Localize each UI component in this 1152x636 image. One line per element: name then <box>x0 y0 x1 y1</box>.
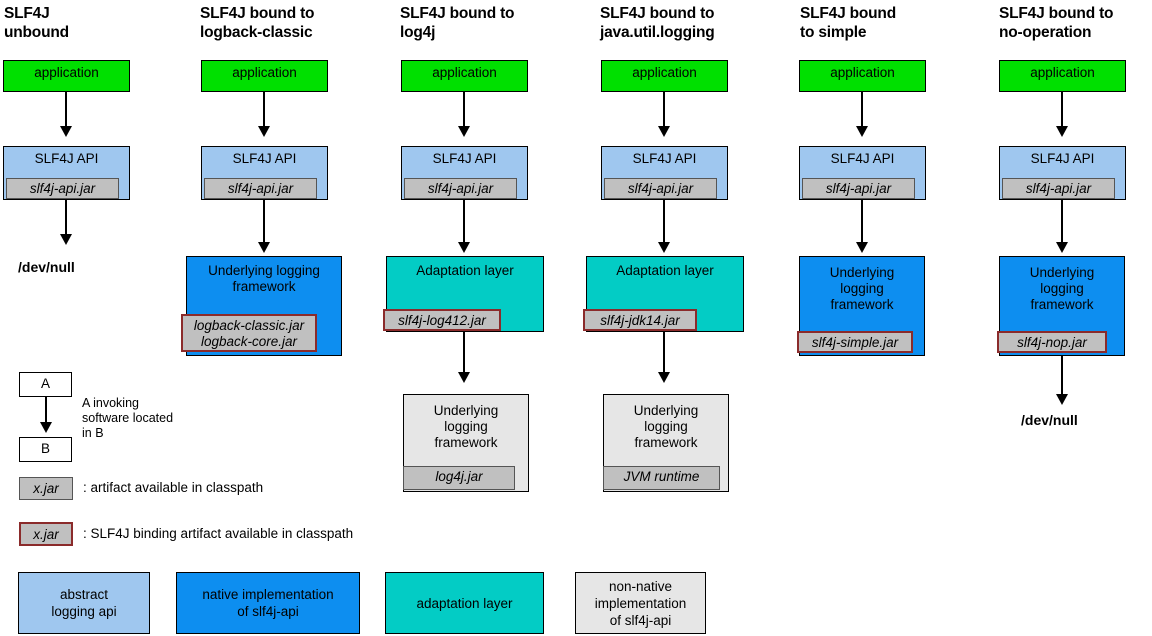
node-label: application <box>232 65 297 80</box>
column-title-no-operation: SLF4J bound to no-operation <box>999 5 1114 41</box>
node-application-simple: application <box>799 60 926 92</box>
node-label: Adaptation layer <box>416 263 514 278</box>
node-label: application <box>830 65 895 80</box>
node-label: SLF4J API <box>1030 151 1095 166</box>
legend-jar-plain-caption: : artifact available in classpath <box>83 480 264 495</box>
node-label: Underlying logging framework <box>433 403 499 450</box>
arrow-head-icon <box>1056 126 1068 137</box>
jar-chip-log4j: log4j.jar <box>403 466 515 490</box>
jar-chip-logback: logback-classic.jar logback-core.jar <box>181 314 317 352</box>
arrow-line <box>263 200 265 244</box>
arrow-line <box>463 332 465 374</box>
legend-swatch-non-native-implementation: non-native implementation of slf4j-api <box>575 572 706 634</box>
legend-swatch-label: non-native implementation of slf4j-api <box>594 578 687 628</box>
legend-jar-chip-plain: x.jar <box>19 477 73 500</box>
column-title-java-util-logging: SLF4J bound to java.util.logging <box>600 5 715 41</box>
legend-swatch-label: native implementation of slf4j-api <box>202 587 334 619</box>
legend-arrow-caption: A invoking software located in B <box>82 396 174 440</box>
arrow-head-icon <box>258 242 270 253</box>
jar-chip-slf4j-jdk14: slf4j-jdk14.jar <box>583 309 697 331</box>
node-label: Underlying logging framework <box>1029 265 1095 312</box>
node-label: application <box>34 65 99 80</box>
node-label: Underlying logging framework <box>208 263 320 294</box>
legend-arrow-line <box>45 397 47 425</box>
arrow-line <box>663 332 665 374</box>
legend-swatch-label: abstract logging api <box>51 587 117 619</box>
node-label: SLF4J API <box>830 151 895 166</box>
column-title-log4j: SLF4J bound to log4j <box>400 5 515 41</box>
jar-chip-slf4j-api: slf4j-api.jar <box>802 178 915 199</box>
arrow-line <box>463 92 465 128</box>
arrow-head-icon <box>458 242 470 253</box>
node-application-nop: application <box>999 60 1126 92</box>
node-application-log4j: application <box>401 60 528 92</box>
arrow-head-icon <box>40 422 52 433</box>
legend-jar-binding-caption: : SLF4J binding artifact available in cl… <box>83 526 354 541</box>
node-label: SLF4J API <box>232 151 297 166</box>
legend-box-b: B <box>19 437 72 462</box>
jar-chip-slf4j-api: slf4j-api.jar <box>1002 178 1115 199</box>
jar-chip-slf4j-nop: slf4j-nop.jar <box>997 331 1107 353</box>
node-label: SLF4J API <box>34 151 99 166</box>
arrow-head-icon <box>458 372 470 383</box>
arrow-line <box>1061 200 1063 244</box>
jar-chip-slf4j-api: slf4j-api.jar <box>204 178 317 199</box>
node-application-jul: application <box>601 60 728 92</box>
jar-chip-slf4j-api: slf4j-api.jar <box>404 178 517 199</box>
arrow-head-icon <box>258 126 270 137</box>
legend-swatch-native-implementation: native implementation of slf4j-api <box>176 572 360 634</box>
node-label: Underlying logging framework <box>829 265 895 312</box>
node-label: SLF4J API <box>432 151 497 166</box>
arrow-head-icon <box>856 126 868 137</box>
arrow-line <box>65 92 67 128</box>
arrow-line <box>663 200 665 244</box>
node-application-logback: application <box>201 60 328 92</box>
node-label: application <box>432 65 497 80</box>
column-title-unbound: SLF4J unbound <box>4 5 69 41</box>
arrow-line <box>1061 356 1063 396</box>
legend-box-a-label: A <box>40 376 50 391</box>
arrow-line <box>65 200 67 236</box>
legend-jar-chip-binding: x.jar <box>19 522 73 546</box>
arrow-head-icon <box>1056 394 1068 405</box>
jar-chip-slf4j-api: slf4j-api.jar <box>6 178 119 199</box>
arrow-line <box>463 200 465 244</box>
node-label: Adaptation layer <box>616 263 714 278</box>
node-label: SLF4J API <box>632 151 697 166</box>
arrow-head-icon <box>658 372 670 383</box>
jar-chip-jvm-runtime: JVM runtime <box>603 466 720 490</box>
arrow-head-icon <box>658 242 670 253</box>
node-application-unbound: application <box>3 60 130 92</box>
jar-chip-slf4j-log4j12: slf4j-log412.jar <box>383 309 501 331</box>
legend-swatch-adaptation-layer: adaptation layer <box>385 572 544 634</box>
legend-swatch-abstract-logging-api: abstract logging api <box>18 572 150 634</box>
arrow-line <box>663 92 665 128</box>
jar-chip-slf4j-simple: slf4j-simple.jar <box>797 331 913 353</box>
arrow-head-icon <box>856 242 868 253</box>
node-label: application <box>1030 65 1095 80</box>
column-title-logback-classic: SLF4J bound to logback-classic <box>200 5 315 41</box>
arrow-head-icon <box>658 126 670 137</box>
column-title-simple: SLF4J bound to simple <box>800 5 896 41</box>
node-label: application <box>632 65 697 80</box>
legend-box-a: A <box>19 372 72 397</box>
jar-chip-slf4j-api: slf4j-api.jar <box>604 178 717 199</box>
arrow-line <box>263 92 265 128</box>
terminal-dev-null-unbound: /dev/null <box>18 259 75 275</box>
node-label: Underlying logging framework <box>633 403 699 450</box>
arrow-line <box>861 200 863 244</box>
arrow-head-icon <box>60 126 72 137</box>
arrow-line <box>861 92 863 128</box>
arrow-line <box>1061 92 1063 128</box>
legend-swatch-label: adaptation layer <box>416 595 513 611</box>
terminal-dev-null-nop: /dev/null <box>1021 412 1078 428</box>
legend-box-b-label: B <box>40 441 50 456</box>
arrow-head-icon <box>1056 242 1068 253</box>
arrow-head-icon <box>60 234 72 245</box>
arrow-head-icon <box>458 126 470 137</box>
